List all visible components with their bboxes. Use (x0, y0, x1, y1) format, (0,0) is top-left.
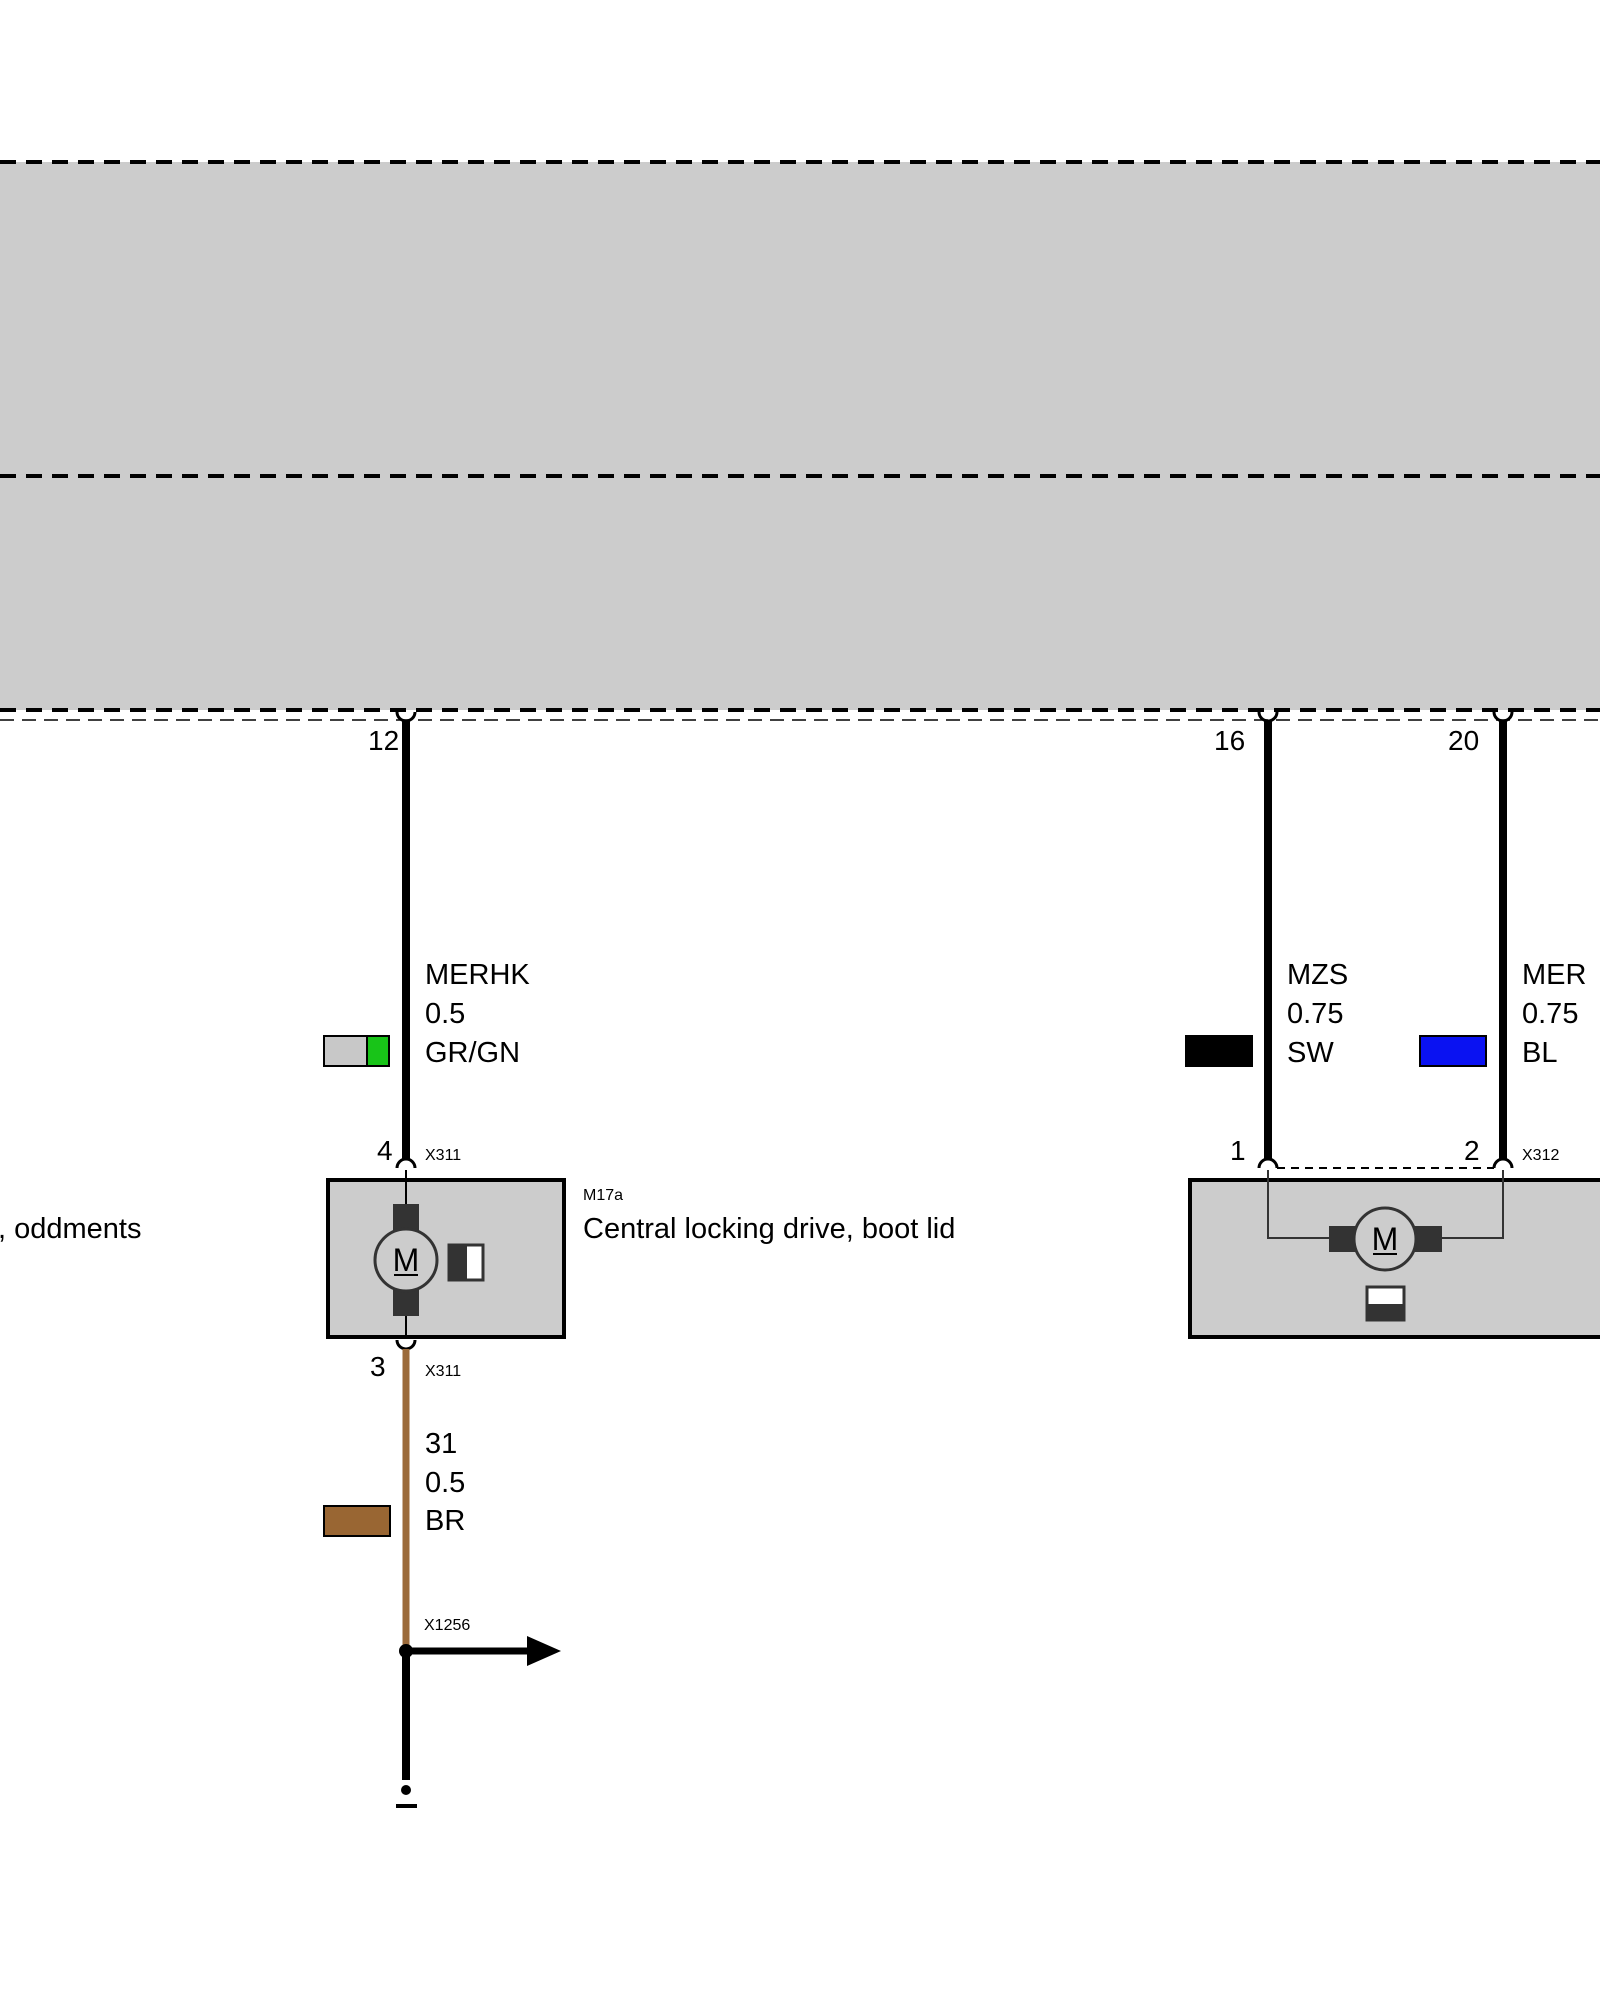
component-code-label: M17a (583, 1187, 623, 1204)
wire-mzs-color-swatch (1185, 1035, 1253, 1067)
wire-mer-color-code: BL (1522, 1037, 1557, 1069)
wire-merhk-signal: MERHK (425, 959, 530, 991)
wire-mer-signal: MER (1522, 959, 1586, 991)
ground-connector-label: X1256 (424, 1617, 470, 1634)
second-drive-right-wire (1426, 1170, 1504, 1239)
pin-4-label: 4 (377, 1135, 393, 1166)
motor-brush-bottom (393, 1288, 419, 1316)
wire-merhk-color-code: GR/GN (425, 1037, 520, 1069)
motor-brush-top (393, 1204, 419, 1232)
wire-mer-color-swatch (1419, 1035, 1487, 1067)
wire-ground-color-swatch (323, 1505, 391, 1537)
lock-icon (1365, 1285, 1406, 1322)
pin-12-label: 12 (368, 725, 399, 756)
arrow-head (527, 1636, 561, 1666)
lock-icon (447, 1243, 485, 1282)
pin-3-socket (395, 1339, 417, 1351)
wire-ground-size: 0.5 (425, 1467, 465, 1499)
swatch-grey (323, 1035, 368, 1067)
pin-2-label: 2 (1464, 1135, 1480, 1166)
pin-20-socket (1492, 711, 1514, 723)
wire-mer-size: 0.75 (1522, 998, 1578, 1030)
wire-mzs-signal: MZS (1287, 959, 1348, 991)
control-unit-fill (0, 162, 1600, 710)
pin-2-socket (1492, 1157, 1514, 1169)
pin-1-socket (1257, 1157, 1279, 1169)
arrow-right-icon (410, 1636, 561, 1666)
wire-mzs-color-code: SW (1287, 1037, 1334, 1069)
connector-x311-top-label: X311 (425, 1147, 461, 1164)
wire-mzs-size: 0.75 (1287, 998, 1343, 1030)
wire-mzs: 16 MZS 0.75 SW (1185, 711, 1348, 1169)
wire-merhk: 12 MERHK 0.5 GR/GN (323, 711, 530, 1169)
boot-lid-drive: 4 X311 M17a Central locking drive, boot … (326, 1135, 955, 1382)
pin-12-socket (395, 711, 417, 723)
lock-icon-fill (449, 1245, 467, 1280)
lock-icon-fill (1367, 1304, 1404, 1320)
second-drive: 1 2 X312 M (1188, 1135, 1600, 1339)
motor-brush-right (1414, 1226, 1442, 1252)
motor-letter: M (393, 1242, 420, 1278)
pin-20-label: 20 (1448, 725, 1479, 756)
pin-3-label: 3 (370, 1351, 386, 1382)
wire-ground-color-code: BR (425, 1505, 465, 1537)
wire-ground: 31 0.5 BR X1256 (323, 1349, 561, 1808)
component-name-label: Central locking drive, boot lid (583, 1213, 955, 1245)
motor-letter: M (1372, 1221, 1399, 1257)
wire-merhk-size: 0.5 (425, 998, 465, 1030)
wire-merhk-color-swatch (323, 1035, 390, 1067)
motor-icon: M (373, 1204, 439, 1316)
motor-brush-left (1329, 1226, 1357, 1252)
pin-16-label: 16 (1214, 725, 1245, 756)
motor-circle (373, 1227, 439, 1293)
pin-1-label: 1 (1230, 1135, 1246, 1166)
motor-circle (1352, 1206, 1418, 1272)
partial-component-label: , oddments (0, 1213, 141, 1245)
motor-icon: M (1329, 1206, 1442, 1272)
ground-icon (396, 1785, 417, 1808)
control-unit-panel (0, 160, 1600, 721)
pin-16-socket (1257, 711, 1279, 723)
boot-lid-drive-box (326, 1178, 566, 1339)
pin-4-socket (395, 1157, 417, 1169)
swatch-green (366, 1035, 390, 1067)
connector-x311-bottom-label: X311 (425, 1363, 461, 1380)
wire-ground-signal: 31 (425, 1428, 457, 1460)
second-drive-left-wire (1267, 1170, 1343, 1239)
wire-mer: 20 MER 0.75 BL (1419, 711, 1586, 1169)
connector-x312-label: X312 (1522, 1147, 1559, 1164)
ground-dot (401, 1785, 411, 1795)
